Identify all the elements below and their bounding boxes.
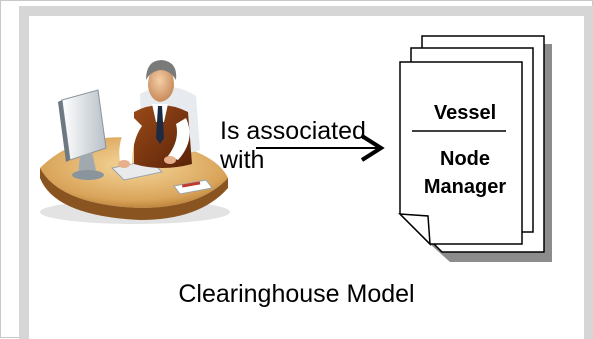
document-middle-label: Node — [440, 148, 490, 170]
document-bottom-label: Manager — [423, 176, 507, 198]
person-at-computer-icon — [40, 60, 230, 224]
diagram-caption: Clearinghouse Model — [178, 280, 415, 308]
arrow-right-icon — [256, 134, 385, 162]
relation-label-line2: with — [220, 146, 265, 174]
relation-label-line1: Is associated — [220, 117, 366, 145]
document-top-label: Vessel — [433, 102, 497, 124]
document-stack-icon — [398, 35, 552, 262]
